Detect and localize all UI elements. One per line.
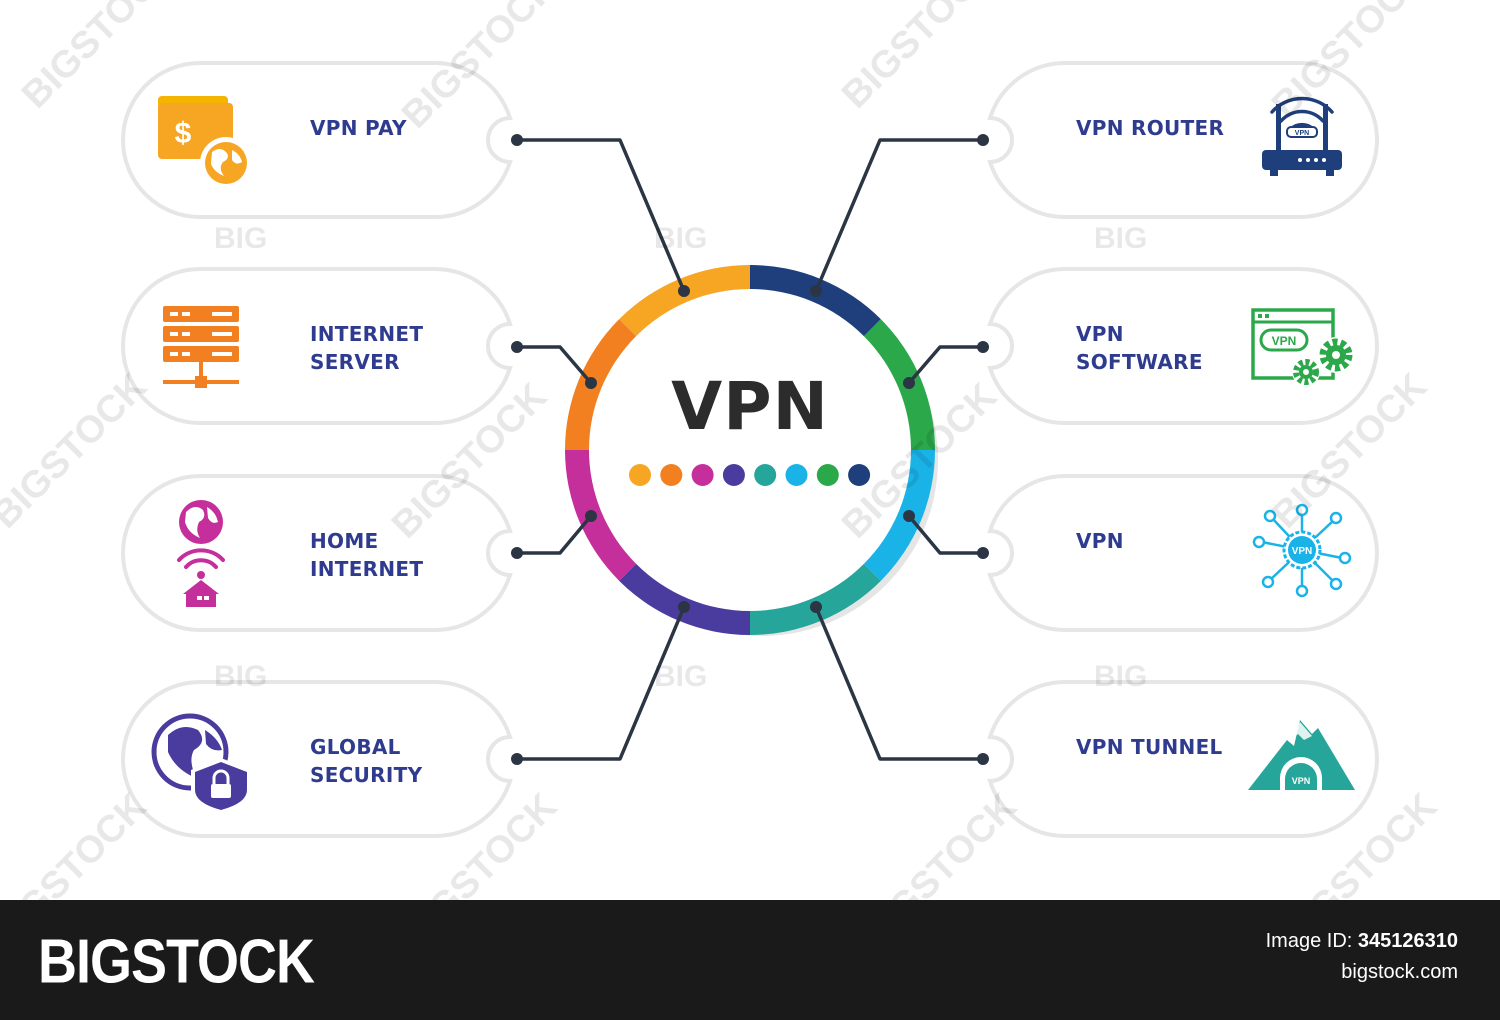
- image-id: Image ID: 345126310: [1266, 930, 1458, 953]
- connector-dot: [511, 341, 523, 353]
- server-rack-icon: [163, 306, 239, 388]
- connector-dot: [977, 134, 989, 146]
- color-dot: [629, 464, 651, 486]
- connector-line-4: [517, 606, 686, 761]
- color-dot: [848, 464, 871, 486]
- connector-line-7: [907, 514, 983, 555]
- svg-text:VPN: VPN: [1292, 546, 1313, 557]
- color-dot: [691, 464, 714, 486]
- footer-logo: BIGSTOCK: [38, 927, 315, 997]
- connector-dot: [810, 601, 822, 613]
- infographic-canvas: $: [121, 61, 1379, 838]
- connector-dot: [511, 753, 523, 765]
- connector-line-6: [907, 345, 983, 385]
- connector-dot: [810, 285, 822, 297]
- connector-line-2: [517, 345, 593, 385]
- center-title: VPN: [671, 368, 829, 445]
- color-dots-row: [629, 464, 871, 486]
- connector-dot: [511, 547, 523, 559]
- svg-text:VPN: VPN: [1292, 776, 1311, 786]
- connector-dot: [977, 341, 989, 353]
- svg-text:VPN: VPN: [1272, 334, 1297, 348]
- color-dot: [785, 464, 808, 486]
- connector-dot: [977, 753, 989, 765]
- item-container-4: [121, 680, 513, 838]
- svg-text:$: $: [175, 117, 192, 150]
- item-container-1: [121, 61, 513, 219]
- item-container-8: [987, 680, 1379, 838]
- image-id-label: Image ID:: [1265, 930, 1353, 952]
- svg-text:VPN: VPN: [1295, 130, 1309, 137]
- item-container-5: [987, 61, 1379, 219]
- mountain-tunnel-icon: VPN: [1248, 720, 1355, 790]
- connector-dot: [585, 377, 597, 389]
- connector-dot: [903, 377, 915, 389]
- ring-center: [589, 289, 911, 611]
- infographic: $: [0, 0, 1445, 957]
- item-container-6: [987, 267, 1379, 425]
- globe-shield-lock-icon: [151, 713, 251, 814]
- connector-line-8: [814, 606, 983, 761]
- item-label-vpn-software: VPN SOFTWARE: [1076, 322, 1203, 374]
- item-container-2: [121, 267, 513, 425]
- footer-bar: [0, 900, 1500, 1020]
- software-gears-icon: VPN: [1251, 308, 1354, 386]
- connector-line-1: [517, 138, 686, 292]
- color-dot: [754, 464, 777, 486]
- item-label-vpn-pay: VPN PAY: [310, 116, 407, 140]
- color-dot: [660, 464, 683, 486]
- wallet-globe-icon: $: [158, 96, 252, 189]
- item-label-home-internet: HOME INTERNET: [310, 529, 424, 581]
- item-container-3: [121, 474, 513, 632]
- network-hub-icon: VPN: [1252, 503, 1352, 598]
- connector-line-5: [814, 138, 983, 292]
- connector-line-3: [517, 514, 593, 555]
- item-label-vpn-tunnel: VPN TUNNEL: [1076, 735, 1223, 759]
- connector-dot: [977, 547, 989, 559]
- item-label-vpn-router: VPN ROUTER: [1076, 116, 1225, 140]
- item-container-7: [987, 474, 1379, 632]
- item-label-internet-server: INTERNET SERVER: [310, 322, 424, 374]
- router-icon: VPN: [1262, 96, 1342, 176]
- home-wifi-globe-icon: [177, 500, 225, 607]
- connector-dot: [585, 510, 597, 522]
- item-label-vpn: VPN: [1076, 529, 1124, 553]
- image-id-value: 345126310: [1357, 930, 1458, 952]
- connector-dot: [678, 601, 690, 613]
- connector-dot: [511, 134, 523, 146]
- item-label-global-security: GLOBAL SECURITY: [310, 735, 423, 787]
- connector-dot: [678, 285, 690, 297]
- footer-url[interactable]: bigstock.com: [1341, 961, 1458, 983]
- color-dot: [816, 464, 839, 486]
- connector-dot: [903, 510, 915, 522]
- color-dot: [722, 464, 745, 486]
